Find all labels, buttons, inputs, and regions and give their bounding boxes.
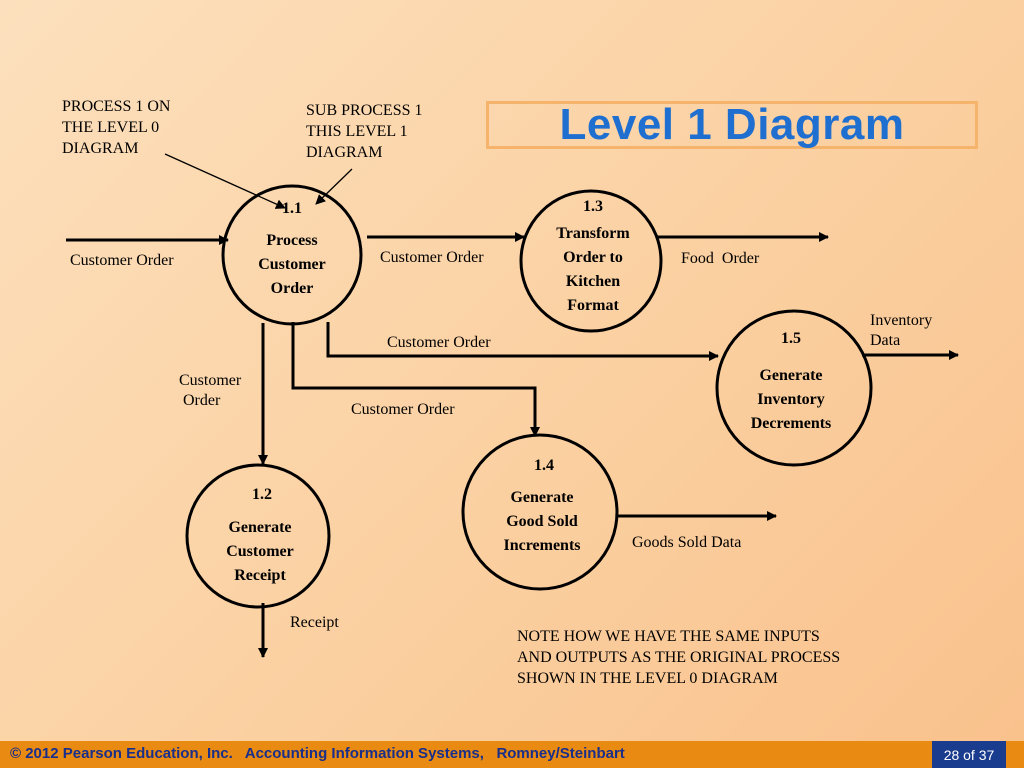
page-number: 28 of 37 bbox=[932, 741, 1006, 768]
footer-copyright: © 2012 Pearson Education, Inc. Accountin… bbox=[10, 745, 625, 762]
process-id-1-3: 1.3 bbox=[583, 198, 603, 215]
flow-to-1-5 bbox=[326, 322, 719, 361]
level1-annotation: SUB PROCESS 1 THIS LEVEL 1 DIAGRAM bbox=[306, 102, 423, 161]
process-name-1-1: Process Customer Order bbox=[258, 232, 326, 297]
level0-annotation: PROCESS 1 ON THE LEVEL 0 DIAGRAM bbox=[62, 98, 171, 157]
dfd-diagram bbox=[66, 153, 959, 658]
flow-label-customer-order-in: Customer Order bbox=[70, 252, 174, 269]
flow-to-1-4 bbox=[291, 322, 540, 437]
process-circle-1-5 bbox=[715, 309, 873, 467]
process-id-1-5: 1.5 bbox=[781, 330, 801, 347]
flow-label-to-1-4: Customer Order bbox=[351, 401, 455, 418]
process-circle-1-2 bbox=[185, 463, 331, 609]
process-id-1-1: 1.1 bbox=[282, 200, 302, 217]
process-name-1-3: Transform Order to Kitchen Format bbox=[556, 225, 630, 314]
flow-label-goods-sold-data: Goods Sold Data bbox=[632, 534, 742, 551]
flow-label-to-1-3: Customer Order bbox=[380, 249, 484, 266]
flow-label-food-order: Food Order bbox=[681, 250, 760, 267]
process-name-1-4: Generate Good Sold Increments bbox=[503, 489, 581, 554]
slide-title: Level 1 Diagram bbox=[559, 100, 905, 149]
flow-label-receipt: Receipt bbox=[290, 614, 339, 631]
process-circle-1-3 bbox=[519, 189, 663, 333]
level1-pointer-arrow bbox=[315, 168, 353, 205]
process-circle-1-4 bbox=[461, 433, 619, 591]
process-name-1-2: Generate Customer Receipt bbox=[226, 519, 294, 584]
process-id-1-4: 1.4 bbox=[534, 457, 554, 474]
title-box: Level 1 Diagram bbox=[486, 101, 978, 149]
flow-label-inventory-data: Inventory Data bbox=[870, 312, 933, 349]
footer-bar: © 2012 Pearson Education, Inc. Accountin… bbox=[0, 741, 1024, 768]
process-name-1-5: Generate Inventory Decrements bbox=[750, 367, 832, 432]
bottom-note: NOTE HOW WE HAVE THE SAME INPUTS AND OUT… bbox=[517, 628, 841, 687]
flow-label-to-1-2: Customer Order bbox=[179, 372, 242, 409]
flow-label-to-1-5: Customer Order bbox=[387, 334, 491, 351]
process-id-1-2: 1.2 bbox=[252, 486, 272, 503]
level0-pointer-arrow bbox=[164, 153, 286, 209]
